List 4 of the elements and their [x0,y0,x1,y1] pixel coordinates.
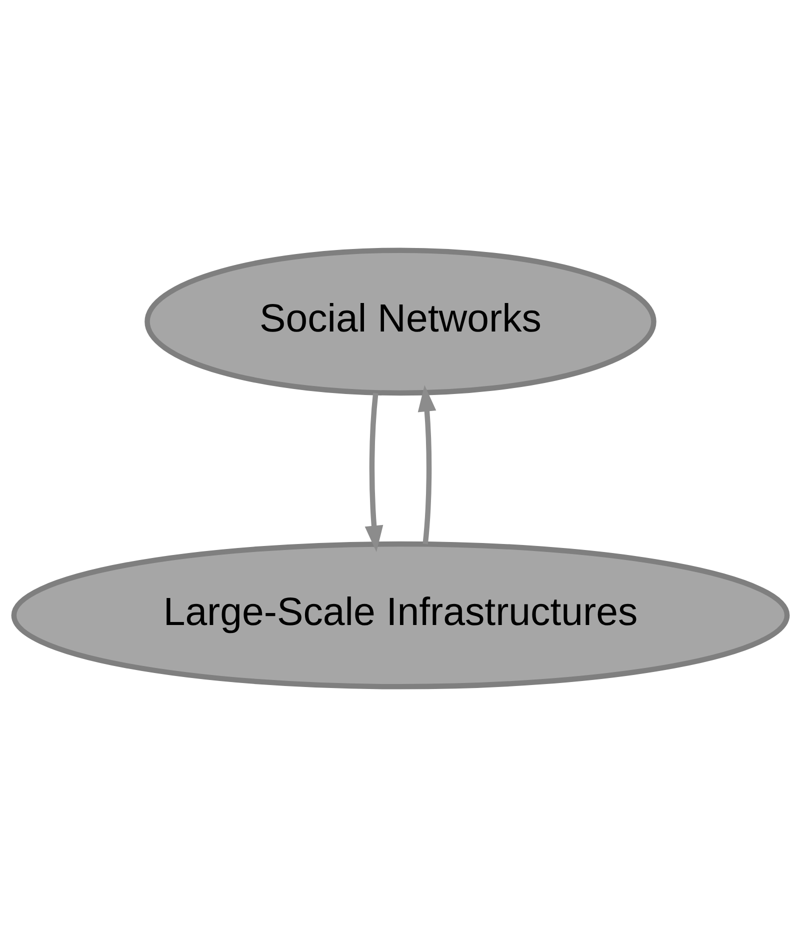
arrow [418,384,436,544]
node-ellipse: Large-Scale Infrastructures [11,540,790,689]
node-ellipse: Social Networks [144,247,656,396]
arrow [364,392,384,552]
